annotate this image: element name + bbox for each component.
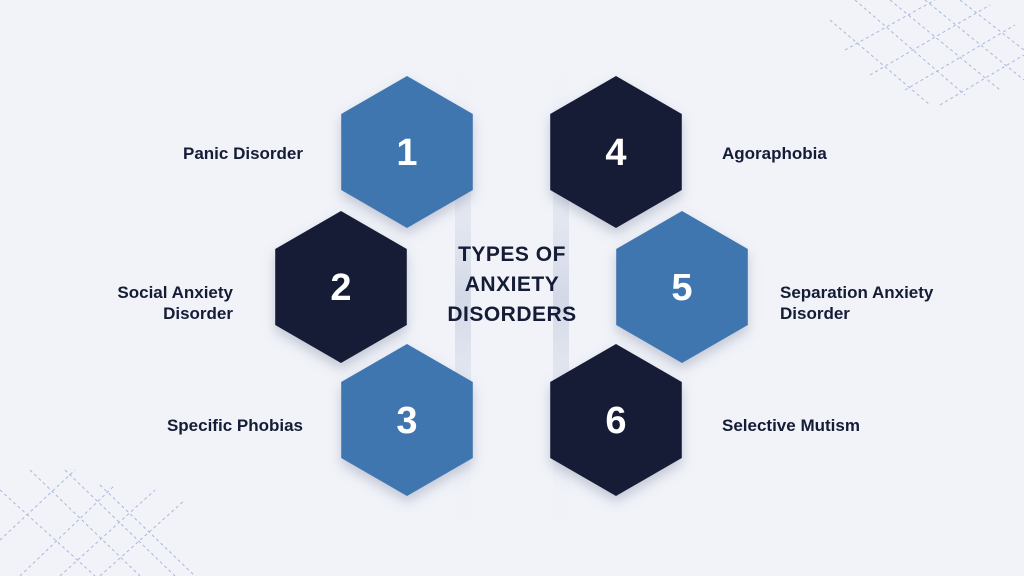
hexagon-number-4: 4 bbox=[605, 132, 626, 174]
label-selective-mutism: Selective Mutism bbox=[722, 416, 860, 435]
hexagon-number-6: 6 bbox=[605, 400, 626, 442]
hexagon-number-1: 1 bbox=[396, 132, 417, 174]
hexagon-shape-3 bbox=[341, 344, 473, 496]
hexagon-5: 5 bbox=[616, 211, 748, 363]
hexagon-shape-1 bbox=[341, 76, 473, 228]
diagram-title: TYPES OF ANXIETY DISORDERS bbox=[447, 243, 577, 326]
label-social-anxiety-disorder: Social Anxiety Disorder bbox=[117, 283, 233, 323]
hexagon-shape-5 bbox=[616, 211, 748, 363]
label-specific-phobias: Specific Phobias bbox=[166, 416, 303, 435]
hexagon-6: 6 bbox=[550, 344, 682, 496]
hexagon-shape-6 bbox=[550, 344, 682, 496]
hexagon-number-5: 5 bbox=[671, 267, 692, 309]
hexagon-group: 1 3 4 6 2 5 bbox=[275, 76, 748, 496]
hexagon-1: 1 bbox=[341, 76, 473, 228]
hexagon-4: 4 bbox=[550, 76, 682, 228]
decorative-lattice-bottom-left bbox=[0, 469, 196, 576]
hexagon-2: 2 bbox=[275, 211, 407, 363]
hexagon-number-3: 3 bbox=[396, 400, 417, 442]
hexagon-number-2: 2 bbox=[330, 267, 351, 309]
hexagon-3: 3 bbox=[341, 344, 473, 496]
label-separation-anxiety-disorder: Separation Anxiety Disorder bbox=[780, 283, 934, 323]
decorative-lattice-top-right bbox=[829, 0, 1024, 106]
hexagon-shape-4 bbox=[550, 76, 682, 228]
hexagon-shape-2 bbox=[275, 211, 407, 363]
label-panic-disorder: Panic Disorder bbox=[183, 144, 303, 163]
label-agoraphobia: Agoraphobia bbox=[722, 144, 827, 163]
